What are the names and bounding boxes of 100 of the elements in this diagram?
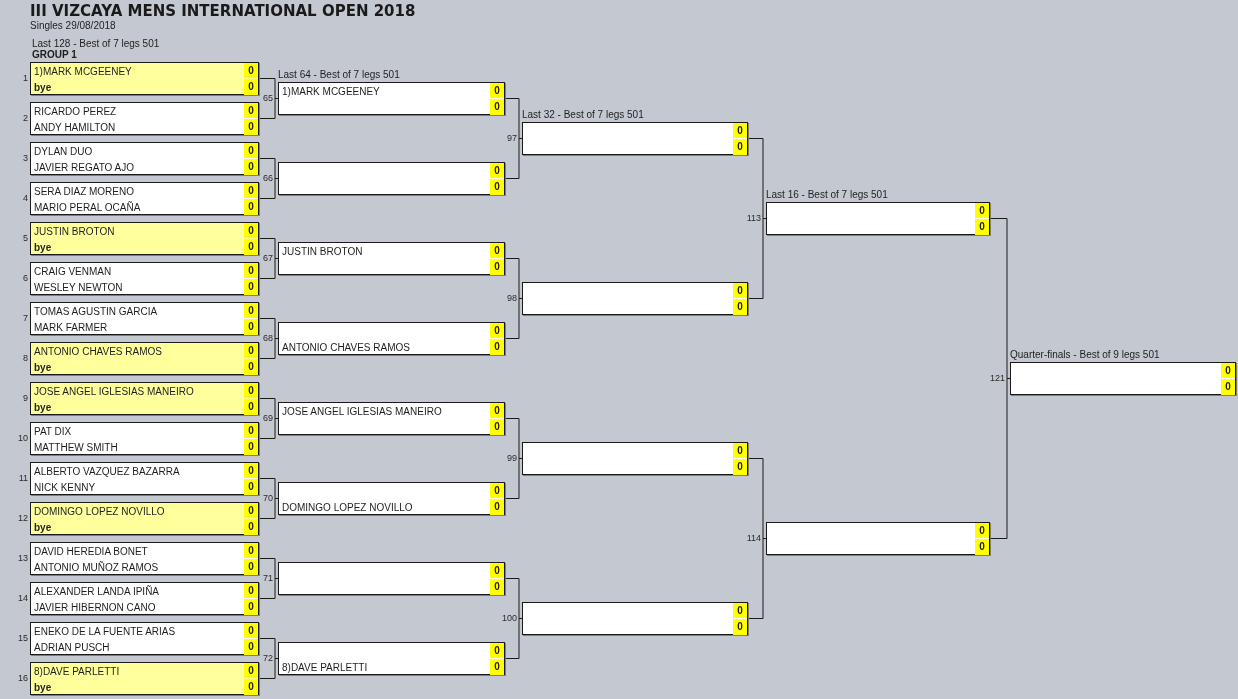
score-cell: 0 (244, 319, 258, 335)
player-name: ENEKO DE LA FUENTE ARIAS (34, 625, 176, 638)
title: III VIZCAYA MENS INTERNATIONAL OPEN 2018 (30, 2, 416, 20)
round-heading: Quarter-finals - Best of 9 legs 501 (1010, 349, 1160, 361)
score-cell: 0 (244, 103, 258, 118)
match-number: 4 (23, 192, 28, 204)
score-cell: 0 (244, 399, 258, 415)
bracket-line (258, 578, 279, 599)
match-box (522, 602, 748, 635)
bracket-line (258, 398, 279, 419)
score-cell: 0 (733, 459, 747, 475)
match-box (30, 302, 259, 335)
score-cell: 0 (244, 63, 258, 78)
bracket-line (258, 158, 279, 179)
bracket-line (747, 458, 767, 539)
match-box (30, 542, 259, 575)
score-cell: 0 (733, 443, 747, 458)
player-name: DOMINGO LOPEZ NOVILLO (282, 501, 413, 514)
player-name: bye (34, 241, 52, 254)
match-number: 9 (23, 392, 28, 404)
score-cell: 0 (733, 619, 747, 635)
score-cell: 0 (1221, 379, 1235, 395)
match-box (30, 382, 259, 415)
match-box (30, 502, 259, 535)
match-number: 99 (507, 452, 517, 464)
score-cell: 0 (244, 199, 258, 215)
score-cell: 0 (244, 239, 258, 255)
player-name: JUSTIN BROTON (34, 225, 115, 238)
score-cell: 0 (244, 559, 258, 575)
score-cell: 0 (244, 479, 258, 495)
round-heading: Last 128 - Best of 7 legs 501 (32, 38, 160, 50)
score-cell: 0 (244, 543, 258, 558)
player-name: NICK KENNY (34, 481, 96, 494)
bracket-line (258, 478, 279, 499)
round-heading: Last 16 - Best of 7 legs 501 (766, 189, 888, 201)
score-cell: 0 (490, 99, 504, 115)
player-name: DYLAN DUO (34, 145, 93, 158)
player-name: JAVIER HIBERNON CANO (34, 601, 156, 614)
player-name: 8)DAVE PARLETTI (34, 665, 120, 678)
match-number: 71 (263, 572, 273, 584)
player-name: MATTHEW SMITH (34, 441, 118, 454)
match-box (30, 462, 259, 495)
score-cell: 0 (490, 259, 504, 275)
group-heading: GROUP 1 (32, 49, 77, 61)
match-box (278, 162, 505, 195)
player-name: ANDY HAMILTON (34, 121, 116, 134)
player-name: CRAIG VENMAN (34, 265, 112, 278)
match-box (278, 322, 505, 355)
match-number: 15 (18, 632, 28, 644)
score-cell: 0 (490, 483, 504, 498)
score-cell: 0 (975, 539, 989, 555)
score-cell: 0 (733, 299, 747, 315)
player-name: ANTONIO MUÑOZ RAMOS (34, 561, 159, 574)
match-box (766, 202, 990, 235)
score-cell: 0 (490, 563, 504, 578)
match-number: 70 (263, 492, 273, 504)
match-box (522, 442, 748, 475)
score-cell: 0 (244, 423, 258, 438)
score-cell: 0 (244, 119, 258, 135)
score-cell: 0 (490, 419, 504, 435)
match-number: 6 (23, 272, 28, 284)
bracket-line (258, 338, 279, 359)
match-box (30, 622, 259, 655)
player-name: ADRIAN PUSCH (34, 641, 110, 654)
match-number: 68 (263, 332, 273, 344)
match-box (522, 122, 748, 155)
round-heading: Last 32 - Best of 7 legs 501 (522, 109, 644, 121)
player-name: 8)DAVE PARLETTI (282, 661, 368, 674)
score-cell: 0 (1221, 363, 1235, 378)
score-cell: 0 (490, 83, 504, 98)
match-box (30, 582, 259, 615)
player-name: JAVIER REGATO AJO (34, 161, 135, 174)
bracket-line (504, 298, 523, 339)
player-name: bye (34, 521, 52, 534)
player-name: bye (34, 361, 52, 374)
score-cell: 0 (975, 219, 989, 235)
match-box (30, 422, 259, 455)
score-cell: 0 (490, 339, 504, 355)
match-number: 1 (23, 72, 28, 84)
match-box (1010, 362, 1236, 395)
score-cell: 0 (244, 383, 258, 398)
match-box (30, 182, 259, 215)
score-cell: 0 (244, 263, 258, 278)
score-cell: 0 (244, 639, 258, 655)
score-cell: 0 (733, 123, 747, 138)
score-cell: 0 (244, 679, 258, 695)
player-name: DAVID HEREDIA BONET (34, 545, 148, 558)
match-number: 13 (18, 552, 28, 564)
score-cell: 0 (490, 163, 504, 178)
score-cell: 0 (490, 179, 504, 195)
player-name: MARK FARMER (34, 321, 108, 334)
match-box (522, 282, 748, 315)
score-cell: 0 (244, 143, 258, 158)
bracket-line (258, 558, 279, 579)
score-cell: 0 (490, 659, 504, 675)
score-cell: 0 (244, 583, 258, 598)
match-number: 16 (18, 672, 28, 684)
player-name: JOSE ANGEL IGLESIAS MANEIRO (282, 405, 442, 418)
bracket-line (747, 138, 767, 219)
match-number: 121 (989, 372, 1005, 384)
